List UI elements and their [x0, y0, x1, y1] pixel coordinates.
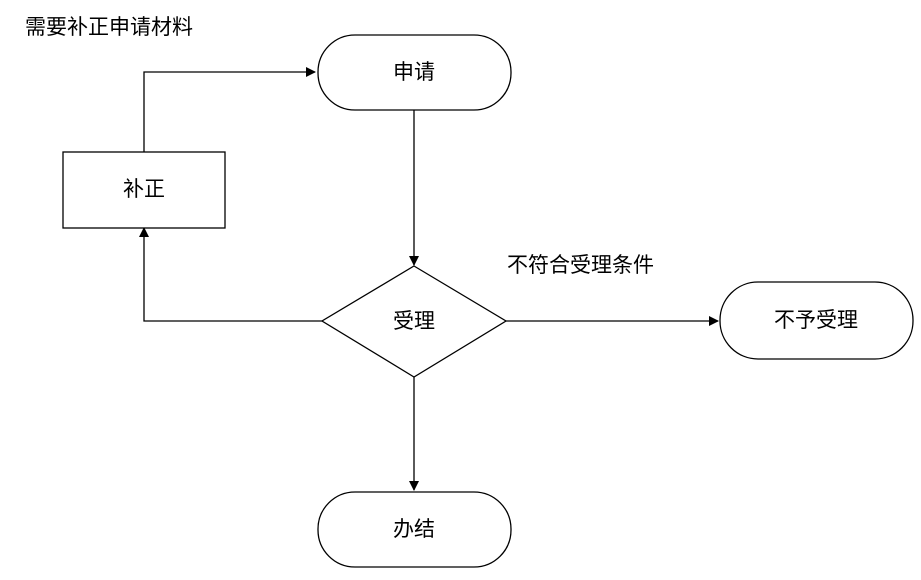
- node-apply: 申请: [317, 34, 512, 111]
- node-done-shape: [317, 491, 512, 568]
- node-done-label: 办结: [393, 517, 435, 541]
- edge-correct-to-apply: [143, 67, 316, 152]
- label-needs-correction: 需要补正申请材料: [25, 15, 193, 39]
- node-done: 办结: [317, 491, 512, 568]
- node-apply-label: 申请: [393, 60, 435, 84]
- node-correct: 补正: [62, 151, 226, 229]
- node-accept: 受理: [320, 265, 508, 378]
- node-accept-label: 受理: [393, 309, 435, 333]
- node-correct-shape: [62, 151, 226, 229]
- node-apply-shape: [317, 34, 512, 111]
- edge-accept-to-correct: [139, 227, 322, 322]
- label-not-qualified: 不符合受理条件: [507, 253, 654, 277]
- node-accept-shape: [320, 265, 508, 378]
- node-reject: 不予受理: [719, 281, 914, 360]
- node-correct-label: 补正: [123, 177, 165, 201]
- node-reject-label: 不予受理: [774, 308, 858, 332]
- node-reject-shape: [719, 281, 914, 360]
